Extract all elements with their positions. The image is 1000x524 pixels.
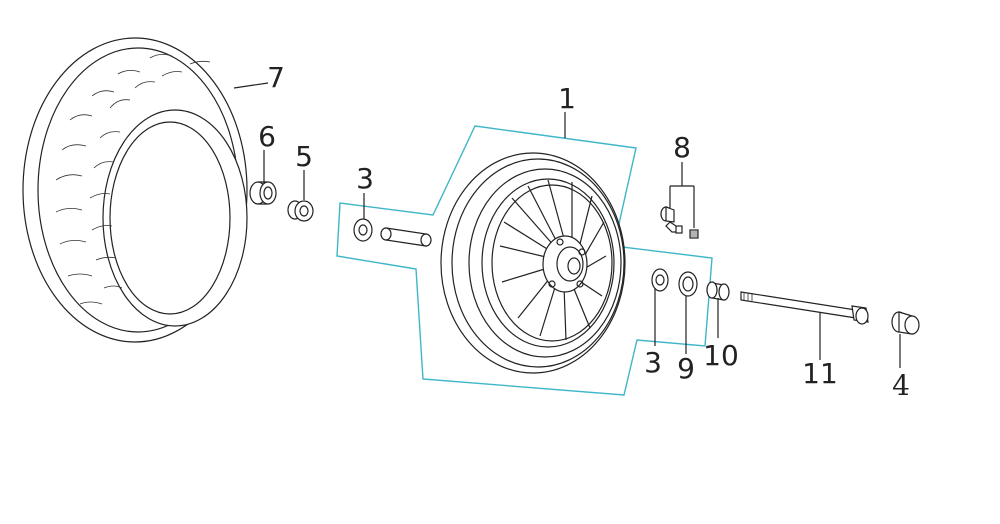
callout-8: 8	[673, 131, 691, 164]
leader-lines	[233, 82, 901, 368]
callout-10: 10	[703, 339, 739, 372]
collar-part-10	[706, 281, 730, 301]
callout-11: 11	[802, 357, 838, 390]
callout-7: 7	[267, 61, 285, 94]
callout-3-right: 3	[644, 346, 662, 379]
bush-part-5	[287, 200, 314, 222]
wheel-rim-part-1	[440, 152, 626, 374]
callout-1: 1	[558, 82, 576, 115]
callout-3-left: 3	[356, 162, 374, 195]
callout-9: 9	[677, 352, 695, 385]
collar-part-6	[249, 181, 277, 205]
distance-tube	[380, 227, 432, 247]
bearing-part-3-right	[651, 268, 669, 292]
tire-part-7	[22, 37, 248, 343]
callout-5: 5	[295, 140, 313, 173]
callout-labels: 1 3 3 4 5 6 7 8 9 10 11	[258, 61, 910, 402]
cap-nut-part-4	[891, 311, 920, 335]
valve-part-8	[660, 206, 699, 239]
bearing-part-3-left	[353, 218, 373, 242]
axle-part-11	[740, 291, 869, 325]
oil-seal-part-9	[678, 271, 698, 297]
callout-4: 4	[892, 369, 910, 402]
callout-6: 6	[258, 120, 276, 153]
